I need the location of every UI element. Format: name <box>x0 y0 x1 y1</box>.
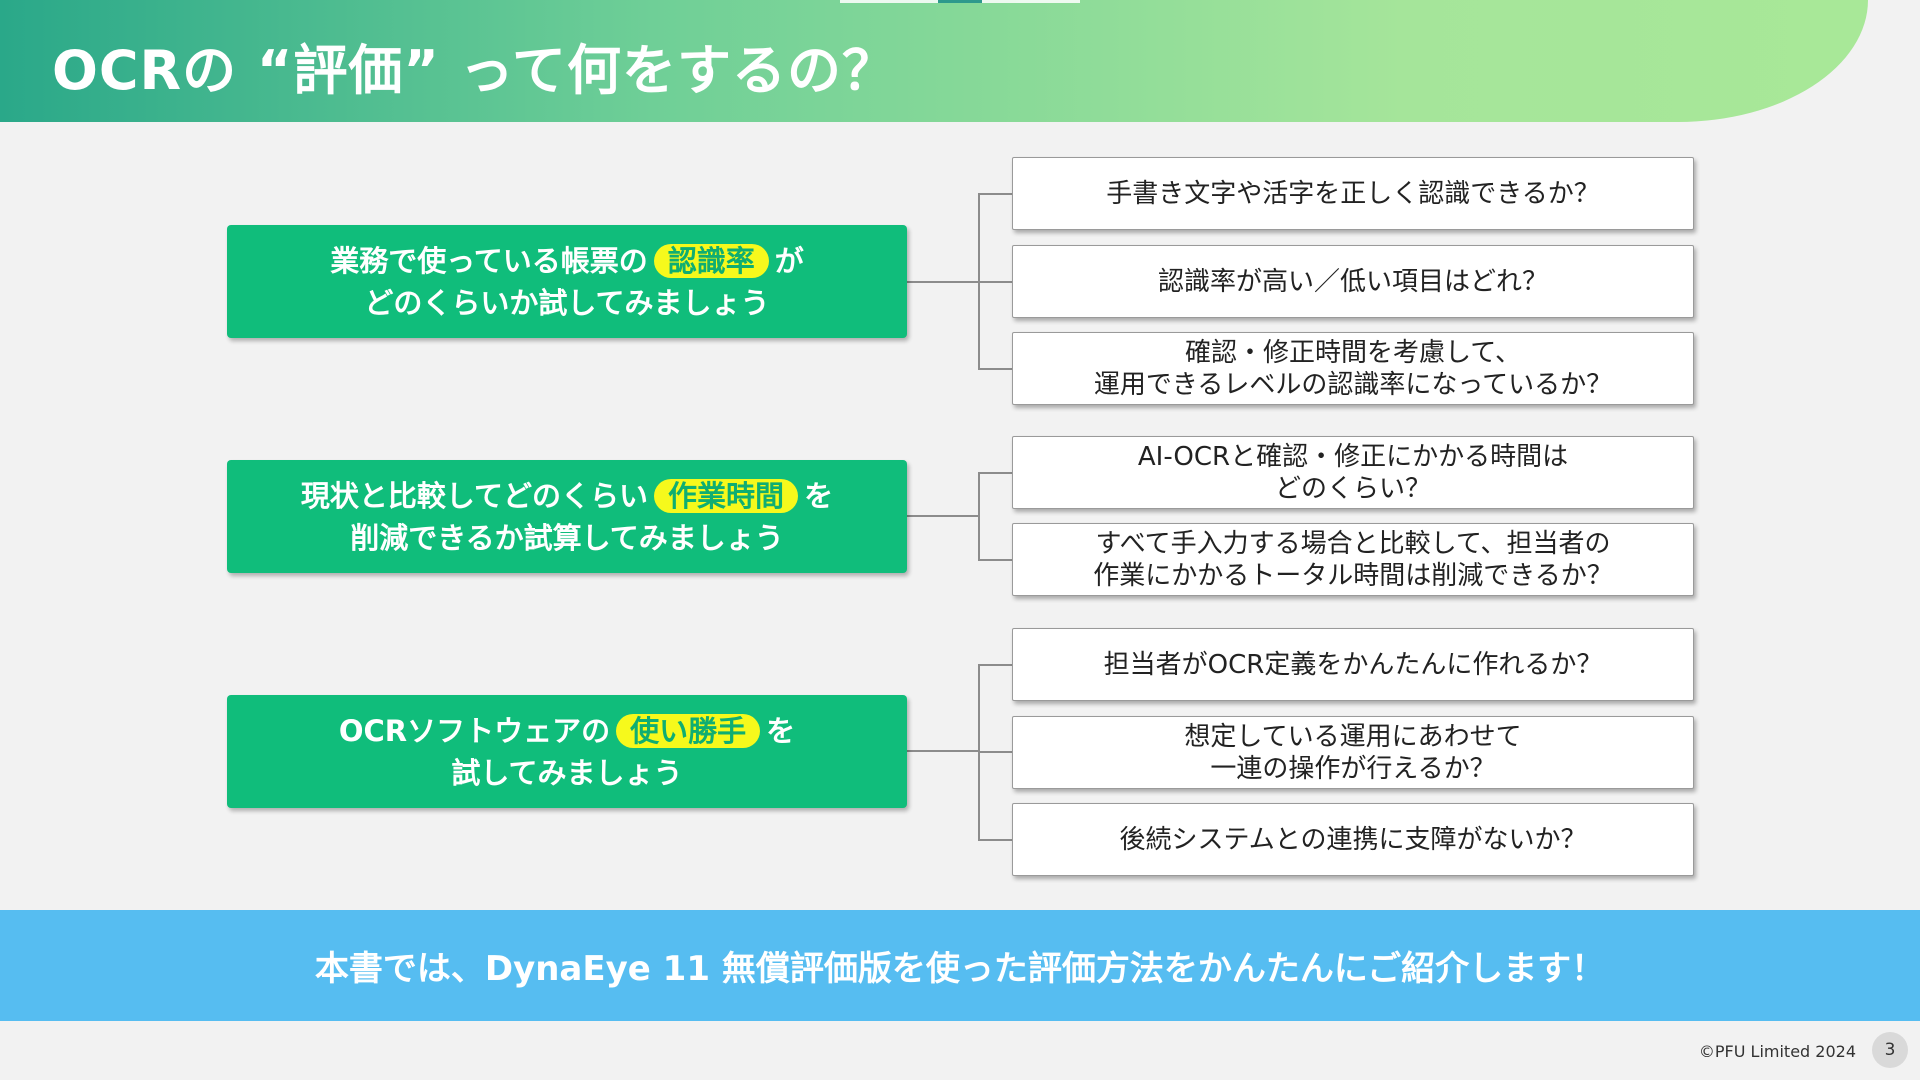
goal-line-1: 現状と比較してどのくらい作業時間を <box>300 478 834 513</box>
goal-line-2: どのくらいか試してみましょう <box>364 285 770 320</box>
connector-3-branch-2 <box>978 751 1012 753</box>
connector-2-branch-2 <box>978 559 1012 561</box>
question-box-2: 認識率が高い／低い項目はどれ？ <box>1012 245 1694 318</box>
highlight-badge: 作業時間 <box>654 478 799 513</box>
question-box-6: 担当者がOCR定義をかんたんに作れるか？ <box>1012 628 1694 701</box>
goal-line-2: 試してみましょう <box>451 755 683 790</box>
question-box-5: すべて手入力する場合と比較して、担当者の作業にかかるトータル時間は削減できるか？ <box>1012 523 1694 596</box>
connector-3-branch-3 <box>978 839 1012 841</box>
question-box-8: 後続システムとの連携に支障がないか？ <box>1012 803 1694 876</box>
page-title: OCRの “評価” って何をするの？ <box>52 39 897 102</box>
question-box-3: 確認・修正時間を考慮して、運用できるレベルの認識率になっているか？ <box>1012 332 1694 405</box>
highlight-badge: 認識率 <box>653 243 769 278</box>
goal-line-2: 削減できるか試算してみましょう <box>350 520 784 555</box>
copyright: ©PFU Limited 2024 <box>1698 1042 1856 1061</box>
question-box-1: 手書き文字や活字を正しく認識できるか？ <box>1012 157 1694 230</box>
connector-1-branch-3 <box>978 368 1012 370</box>
highlight-badge: 使い勝手 <box>616 713 761 748</box>
goal-recognition-rate: 業務で使っている帳票の認識率が どのくらいか試してみましょう <box>227 225 907 338</box>
summary-banner: 本書では、DynaEye 11 無償評価版を使った評価方法をかんたんにご紹介しま… <box>0 910 1920 1021</box>
question-box-4: AI-OCRと確認・修正にかかる時間はどのくらい？ <box>1012 436 1694 509</box>
page-number: 3 <box>1872 1032 1908 1068</box>
header-top-accent <box>840 0 1080 3</box>
goal-work-time: 現状と比較してどのくらい作業時間を 削減できるか試算してみましょう <box>227 460 907 573</box>
header-band <box>0 0 1868 122</box>
question-box-7: 想定している運用にあわせて一連の操作が行えるか？ <box>1012 716 1694 789</box>
goal-usability: OCRソフトウェアの使い勝手を 試してみましょう <box>227 695 907 808</box>
connector-3-branch-1 <box>978 664 1012 666</box>
header-top-accent-mark <box>938 0 982 3</box>
connector-1-branch-1 <box>978 193 1012 195</box>
connector-3-stem <box>907 750 979 752</box>
goal-line-1: OCRソフトウェアの使い勝手を <box>338 713 796 748</box>
connector-1-branch-2 <box>978 281 1012 283</box>
connector-2-stem <box>907 515 979 517</box>
connector-2-branch-1 <box>978 472 1012 474</box>
connector-1-stem <box>907 281 979 283</box>
connector-2-vertical <box>978 472 980 560</box>
goal-line-1: 業務で使っている帳票の認識率が <box>330 243 804 278</box>
